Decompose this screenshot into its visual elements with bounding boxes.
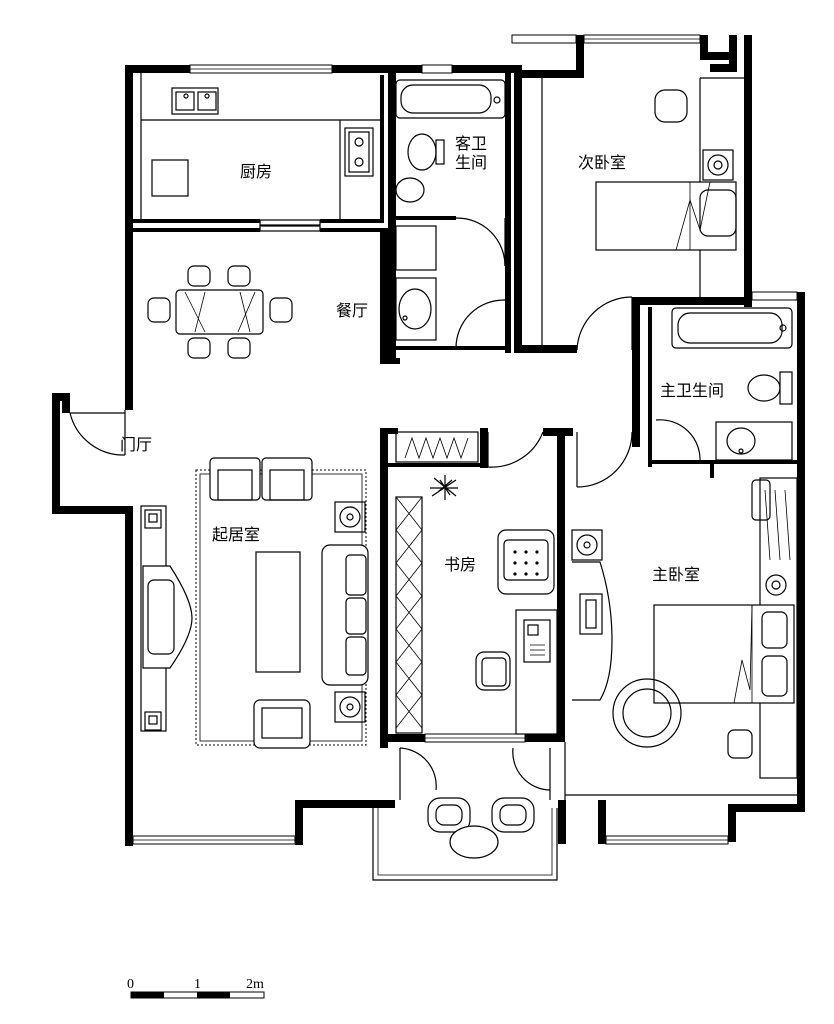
round-rug-icon [612, 678, 682, 748]
dining-label: 餐厅 [336, 301, 368, 320]
master-bath-label: 主卫生间 [660, 381, 724, 400]
windows [132, 34, 798, 845]
bathtub-icon [671, 307, 793, 349]
study-label: 书房 [444, 555, 476, 574]
coffee-table-icon [255, 551, 301, 673]
scale-tick-2: 2m [246, 977, 264, 992]
second-bedroom-label: 次卧室 [578, 153, 626, 172]
living-fixtures [140, 457, 369, 749]
basin-icon [715, 421, 793, 461]
living-label: 起居室 [212, 525, 260, 544]
guest-bath-label-2: 生间 [455, 153, 487, 172]
balcony-furniture [427, 797, 535, 859]
second-bedroom-fixtures [541, 77, 744, 345]
guest-bath-label-1: 客卫 [455, 134, 487, 153]
closet-icon [395, 431, 479, 463]
master-bedroom-label: 主卧室 [652, 565, 700, 584]
chair-icon [654, 89, 688, 123]
kitchen-label: 厨房 [240, 162, 272, 181]
balcony [372, 808, 558, 881]
interior-walls [133, 70, 797, 748]
guest-bath-fixtures [395, 79, 506, 341]
room-labels: 厨房 客卫 生间 次卧室 餐厅 主卫生间 门厅 起居室 书房 主卧室 [120, 134, 724, 584]
round-table-icon [449, 825, 499, 859]
plant-icon [430, 475, 458, 500]
stove-icon [344, 127, 374, 177]
scale-bar: 0 1 2m [127, 977, 265, 999]
scale-tick-0: 0 [127, 977, 134, 992]
chair-icon [147, 265, 293, 359]
cushion-dots [513, 550, 539, 576]
master-bedroom-fixtures [564, 477, 798, 800]
desk-icon [515, 609, 558, 735]
armchair-icon [253, 699, 311, 749]
computer-icon [523, 619, 551, 663]
bathtub-icon [395, 79, 506, 119]
basin-icon [395, 277, 437, 341]
master-bath-fixtures [671, 307, 793, 461]
toilet-icon [407, 133, 437, 171]
kitchen-fixtures [140, 73, 380, 219]
entry-label: 门厅 [120, 435, 152, 454]
side-table-icon [334, 501, 366, 723]
dresser-icon [571, 529, 613, 701]
bookshelf-icon [395, 496, 423, 734]
scale-tick-1: 1 [194, 977, 201, 992]
chair-icon [475, 651, 511, 691]
sink-icon [171, 87, 219, 115]
washer-icon [395, 225, 437, 271]
bed-icon [653, 604, 795, 704]
dining-set [147, 265, 293, 359]
armchair-icon [209, 457, 313, 501]
doors [69, 217, 701, 800]
exterior-walls [52, 35, 805, 846]
bed-icon [595, 181, 737, 251]
dining-table-icon [175, 289, 264, 335]
tv-cabinet-icon [140, 505, 193, 732]
study-fixtures [395, 431, 558, 735]
chair-icon [491, 797, 535, 833]
sofa-icon [321, 544, 369, 686]
fridge-icon [151, 159, 189, 197]
toilet-icon [747, 374, 781, 402]
